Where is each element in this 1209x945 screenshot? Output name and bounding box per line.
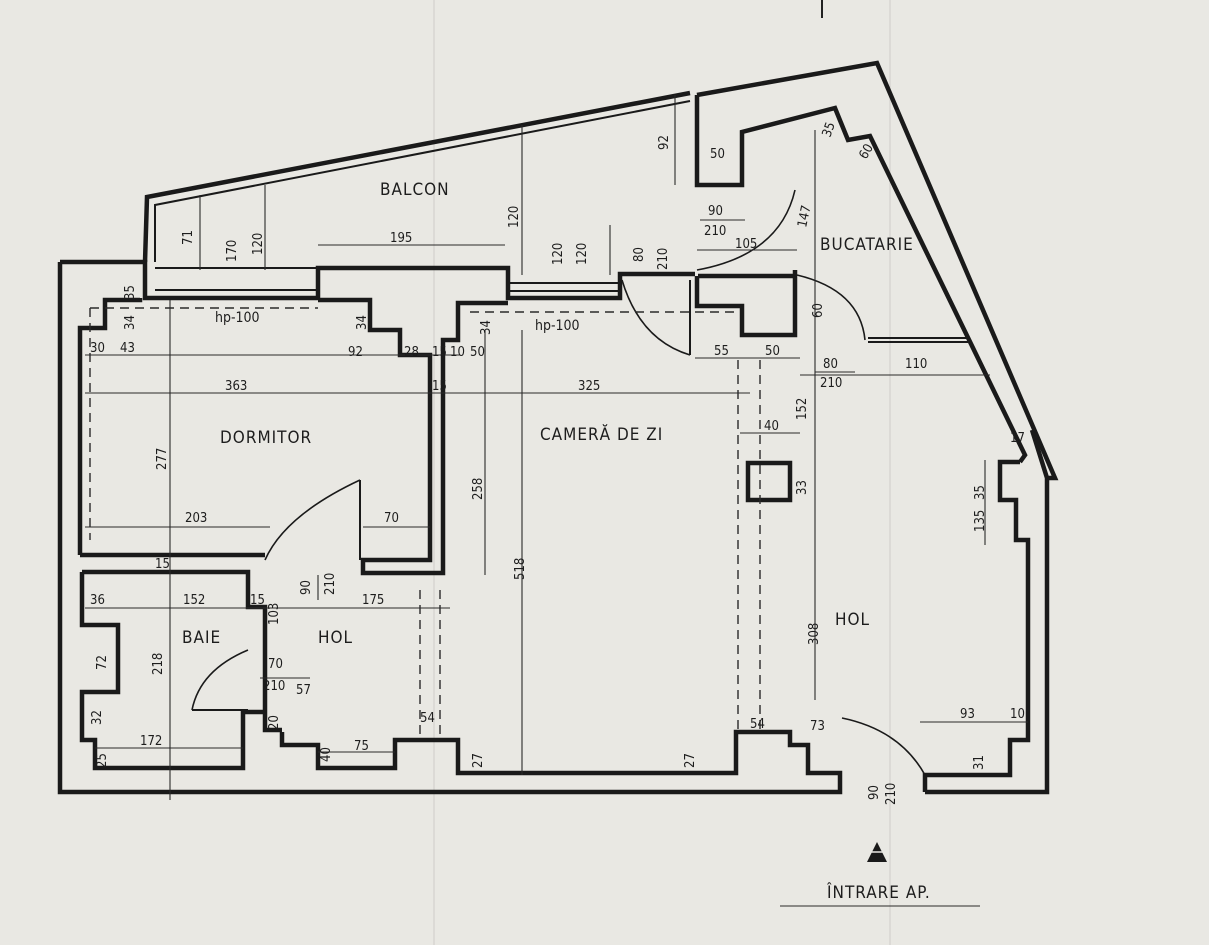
hp-label-camera: hp-100 bbox=[535, 318, 580, 334]
dim-75: 75 bbox=[354, 739, 369, 754]
fraction-bars bbox=[260, 219, 855, 679]
dim-172: 172 bbox=[140, 734, 162, 749]
dim-35-a: 35 bbox=[123, 285, 138, 300]
door-swings bbox=[191, 189, 926, 776]
dim-15-c: 15 bbox=[155, 557, 170, 572]
dim-277: 277 bbox=[155, 448, 170, 470]
dim-15-d: 15 bbox=[250, 593, 265, 608]
dimension-labels: 71 170 120 195 120 120 120 80 210 92 50 … bbox=[90, 120, 1025, 805]
dim-210-c: 210 bbox=[820, 376, 842, 391]
dim-15-b: 15 bbox=[432, 379, 447, 394]
dim-30: 30 bbox=[90, 341, 105, 356]
dim-27-a: 27 bbox=[471, 753, 486, 768]
dim-31: 31 bbox=[972, 755, 987, 770]
dim-10: 10 bbox=[450, 345, 465, 360]
dim-363: 363 bbox=[225, 379, 247, 394]
room-label-camera-de-zi: CAMERĂ DE ZI bbox=[540, 423, 663, 445]
room-label-bucatarie: BUCATARIE bbox=[820, 235, 914, 255]
dim-70-a: 70 bbox=[384, 511, 399, 526]
dim-57: 57 bbox=[296, 683, 311, 698]
dim-34-b: 34 bbox=[355, 315, 370, 330]
dim-17: 17 bbox=[1010, 431, 1025, 446]
dim-258: 258 bbox=[471, 478, 486, 500]
dim-33: 33 bbox=[795, 480, 810, 495]
dim-218: 218 bbox=[151, 653, 166, 675]
dim-152-a: 152 bbox=[795, 398, 810, 420]
dim-60-diag: 60 bbox=[856, 142, 876, 162]
dim-210-d: 210 bbox=[323, 573, 338, 595]
room-label-balcon: BALCON bbox=[380, 180, 450, 200]
dim-72: 72 bbox=[95, 655, 110, 670]
dim-50-a: 50 bbox=[470, 345, 485, 360]
dim-10-b: 10 bbox=[1010, 707, 1025, 722]
room-label-hol-left: HOL bbox=[318, 628, 353, 648]
dim-120-b: 120 bbox=[507, 206, 522, 228]
dim-71: 71 bbox=[181, 230, 196, 245]
dim-25: 25 bbox=[95, 753, 110, 768]
dim-110: 110 bbox=[905, 357, 927, 372]
dim-135: 135 bbox=[973, 510, 988, 532]
dim-92: 92 bbox=[348, 345, 363, 360]
dim-308: 308 bbox=[807, 623, 822, 645]
dim-103: 103 bbox=[267, 603, 282, 625]
dim-35-b: 35 bbox=[973, 485, 988, 500]
dimension-lines bbox=[85, 95, 1028, 800]
room-label-hol-right: HOL bbox=[835, 610, 870, 630]
dim-90: 90 bbox=[708, 204, 723, 219]
room-label-baie: BAIE bbox=[182, 628, 221, 648]
dim-60: 60 bbox=[811, 303, 826, 318]
dim-32: 32 bbox=[90, 710, 105, 725]
dim-175: 175 bbox=[362, 593, 384, 608]
dim-147: 147 bbox=[795, 204, 814, 229]
dim-15-a: 15 bbox=[432, 345, 447, 360]
dim-518: 518 bbox=[513, 558, 528, 580]
dim-195: 195 bbox=[390, 231, 412, 246]
dim-120-c: 120 bbox=[551, 243, 566, 265]
entrance-marker: ÎNTRARE AP. bbox=[780, 842, 980, 907]
dashed-lines bbox=[89, 307, 761, 735]
dim-34-c: 34 bbox=[479, 320, 494, 335]
dim-210-b: 210 bbox=[704, 224, 726, 239]
hp-label-dormitor: hp-100 bbox=[215, 310, 260, 326]
entrance-label: ÎNTRARE AP. bbox=[826, 881, 931, 903]
dim-34-a: 34 bbox=[123, 315, 138, 330]
dim-93: 93 bbox=[960, 707, 975, 722]
dim-80-b: 80 bbox=[823, 357, 838, 372]
dim-152-b: 152 bbox=[183, 593, 205, 608]
dim-27-b: 27 bbox=[683, 753, 698, 768]
dim-105: 105 bbox=[735, 237, 757, 252]
dim-20: 20 bbox=[267, 715, 282, 730]
dim-70-b: 70 bbox=[268, 657, 283, 672]
dim-40-b: 40 bbox=[319, 747, 334, 762]
dim-210-a: 210 bbox=[656, 248, 671, 270]
dim-90-b: 90 bbox=[299, 580, 314, 595]
dim-28: 28 bbox=[404, 345, 419, 360]
dim-43: 43 bbox=[120, 341, 135, 356]
dim-325: 325 bbox=[578, 379, 600, 394]
dim-203: 203 bbox=[185, 511, 207, 526]
dim-170: 170 bbox=[225, 240, 240, 262]
dim-210-e: 210 bbox=[263, 679, 285, 694]
dim-54-b: 54 bbox=[750, 717, 765, 732]
dim-73: 73 bbox=[810, 719, 825, 734]
room-label-dormitor: DORMITOR bbox=[220, 428, 312, 448]
walls bbox=[57, 60, 1059, 795]
dim-36: 36 bbox=[90, 593, 105, 608]
paper-folds bbox=[433, 0, 891, 945]
dim-120-a: 120 bbox=[251, 233, 266, 255]
dim-55: 55 bbox=[714, 344, 729, 359]
dim-90-c: 90 bbox=[867, 785, 882, 800]
dim-120-d: 120 bbox=[575, 243, 590, 265]
dim-54-a: 54 bbox=[420, 711, 435, 726]
dim-92-top: 92 bbox=[657, 135, 672, 150]
dim-210-f: 210 bbox=[884, 783, 899, 805]
room-labels: BALCON BUCATARIE DORMITOR CAMERĂ DE ZI B… bbox=[182, 180, 914, 648]
dim-40: 40 bbox=[764, 419, 779, 434]
dim-50-top: 50 bbox=[710, 147, 725, 162]
dim-35-top: 35 bbox=[820, 120, 839, 139]
dim-50-b: 50 bbox=[765, 344, 780, 359]
dim-80: 80 bbox=[632, 247, 647, 262]
